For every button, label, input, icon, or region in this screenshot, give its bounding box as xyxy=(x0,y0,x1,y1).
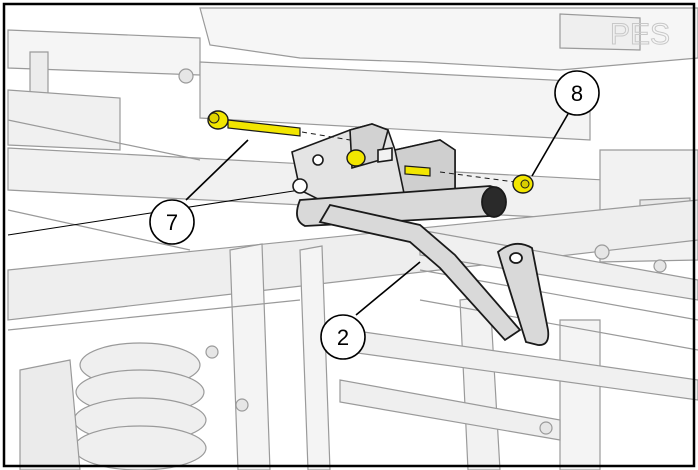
callout-7: 7 xyxy=(149,199,195,245)
callout-leaders xyxy=(185,113,569,316)
callout-8: 8 xyxy=(554,70,600,116)
bolt-hardware xyxy=(207,110,431,177)
callout-2: 2 xyxy=(320,314,366,360)
callout-7-label: 7 xyxy=(166,210,178,235)
vehicle-frame-background: PES xyxy=(7,7,698,470)
tube-bracket-part-2 xyxy=(296,185,550,346)
callout-2-label: 2 xyxy=(337,325,349,350)
nut-hardware xyxy=(439,171,534,194)
callout-8-label: 8 xyxy=(571,81,583,106)
svg-text:PES: PES xyxy=(610,18,670,51)
